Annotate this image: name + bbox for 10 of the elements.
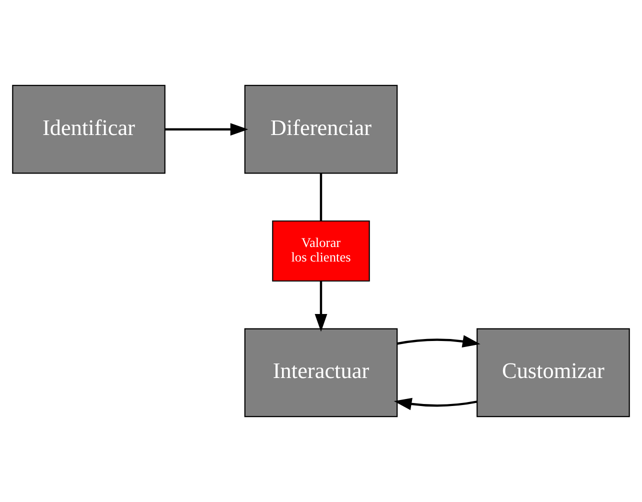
arrow bbox=[314, 281, 328, 332]
node-box: Identificar bbox=[12, 84, 166, 174]
node-box: Interactuar bbox=[244, 328, 398, 418]
arrow bbox=[164, 123, 248, 136]
node-box: Diferenciar bbox=[244, 84, 398, 174]
arrow bbox=[394, 398, 478, 410]
connector bbox=[320, 173, 322, 221]
node-box: Valorar los clientes bbox=[272, 220, 370, 282]
arrow bbox=[397, 335, 480, 348]
node-box: Customizar bbox=[476, 328, 630, 418]
